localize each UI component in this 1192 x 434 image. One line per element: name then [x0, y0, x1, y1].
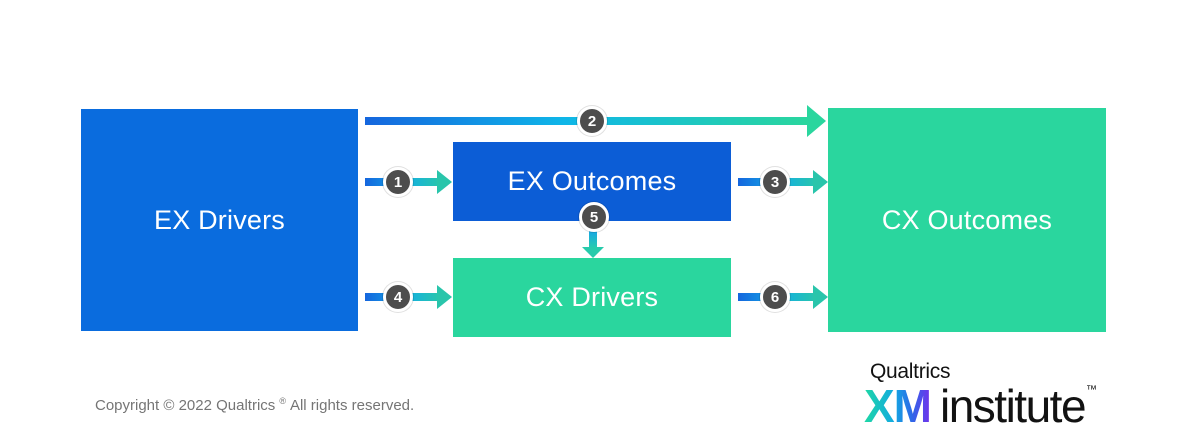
copyright-prefix: Copyright © 2022 Qualtrics: [95, 397, 276, 414]
step-badge-6: 6: [760, 282, 790, 312]
step-number: 5: [589, 208, 599, 226]
registered-trademark-symbol: ®: [279, 396, 286, 406]
copyright-text: Copyright © 2022 Qualtrics®All rights re…: [95, 396, 414, 414]
step-number: 1: [393, 173, 403, 191]
logo-institute-text: institute: [940, 380, 1087, 433]
box-cx-drivers: CX Drivers: [453, 258, 731, 337]
step-badge-5: 5: [579, 202, 609, 232]
arrowhead-down-icon: [582, 247, 604, 258]
qualtrics-xm-institute-logo: Qualtrics XM institute ™: [862, 358, 1104, 434]
step-badge-3: 3: [760, 167, 790, 197]
logo-xm-text: XM: [864, 380, 932, 433]
arrow-shaft: [589, 230, 597, 247]
box-cx-outcomes-label: CX Outcomes: [881, 204, 1053, 235]
logo-wordmark: XM institute ™: [864, 383, 1097, 429]
copyright-suffix: All rights reserved.: [289, 397, 415, 414]
box-ex-drivers: EX Drivers: [81, 109, 358, 331]
step-badge-1: 1: [383, 167, 413, 197]
step-number: 3: [770, 173, 780, 191]
box-ex-outcomes-label: EX Outcomes: [507, 166, 677, 196]
arrowhead-right-icon: [807, 105, 826, 137]
arrowhead-right-icon: [437, 170, 452, 194]
box-cx-drivers-label: CX Drivers: [525, 282, 659, 312]
step-number: 2: [587, 112, 597, 130]
step-number: 6: [770, 288, 780, 306]
trademark-symbol: ™: [1086, 384, 1098, 397]
arrowhead-right-icon: [437, 285, 452, 309]
box-ex-drivers-label: EX Drivers: [153, 204, 285, 235]
step-number: 4: [393, 288, 403, 306]
arrowhead-right-icon: [813, 285, 828, 309]
arrowhead-right-icon: [813, 170, 828, 194]
step-badge-4: 4: [383, 282, 413, 312]
box-cx-outcomes: CX Outcomes: [828, 108, 1106, 332]
logo-brand-text: Qualtrics: [870, 360, 951, 383]
step-badge-2: 2: [577, 106, 607, 136]
